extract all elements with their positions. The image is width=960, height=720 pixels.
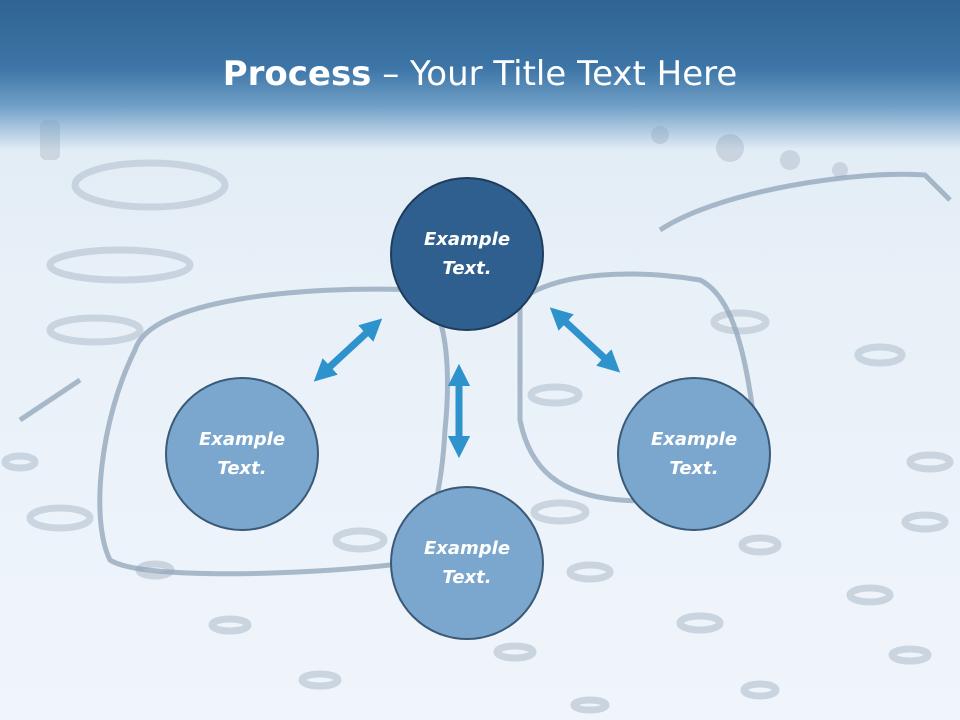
title-bold: Process (222, 54, 372, 94)
slide-title: Process – Your Title Text Here (0, 52, 960, 96)
node-top[interactable]: Example Text. (390, 177, 544, 331)
node-bottom[interactable]: Example Text. (390, 486, 544, 640)
node-right-label: Example Text. (650, 429, 738, 479)
node-left-label: Example Text. (198, 429, 286, 479)
node-right[interactable]: Example Text. (617, 377, 771, 531)
node-top-label: Example Text. (423, 229, 511, 279)
node-left[interactable]: Example Text. (165, 377, 319, 531)
title-bar (0, 0, 960, 150)
arrow-top-left (313, 318, 383, 382)
node-bottom-label: Example Text. (423, 538, 511, 588)
title-rest: – Your Title Text Here (371, 54, 738, 94)
arrow-top-right (549, 307, 621, 373)
